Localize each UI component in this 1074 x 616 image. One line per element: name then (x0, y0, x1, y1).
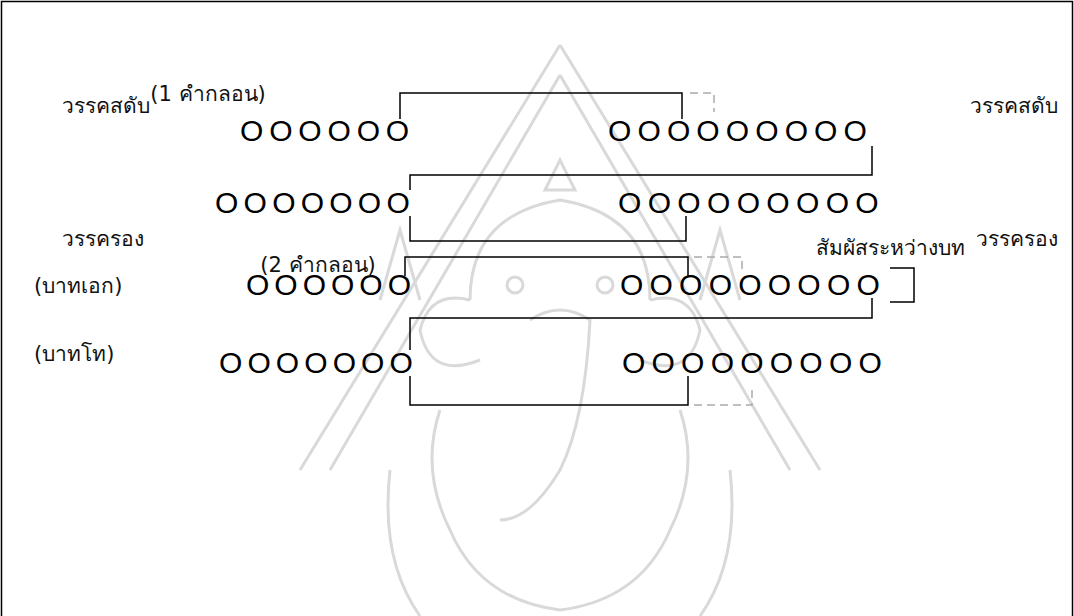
syllable-row: OOOOOOOOO (618, 188, 885, 218)
syllable-row: OOOOOO (240, 116, 415, 146)
syllable-row: OOOOOOOOO (622, 348, 888, 378)
syllable-row: OOOOOOOOO (620, 270, 886, 300)
couplet-name: (บาทเอก) (34, 274, 122, 299)
line-name: วรรคสดับ (970, 94, 1058, 119)
syllable-row: OOOOOO (246, 270, 416, 300)
syllable-row: OOOOOOO (215, 188, 415, 218)
line-name: วรรคสดับ (62, 94, 150, 119)
verse-count-note: (1 คำกลอน) (150, 82, 265, 107)
syllable-row: OOOOOOOOO (608, 116, 873, 146)
line-name: วรรครอง (976, 227, 1058, 252)
stanza-rhyme-note: สัมผัสระหว่างบท (813, 236, 968, 261)
line-name: วรรครอง (62, 227, 144, 252)
couplet-name: (บาทโท) (34, 342, 114, 367)
syllable-row: OOOOOOO (219, 348, 418, 378)
